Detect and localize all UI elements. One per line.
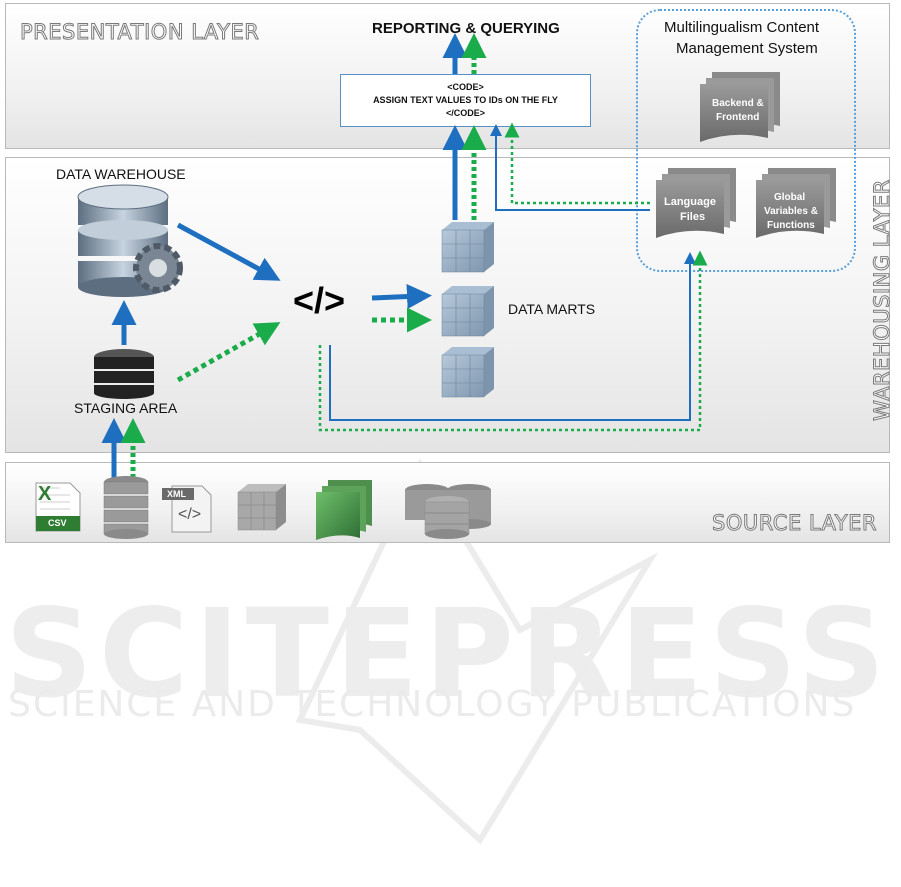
gear-icon (133, 243, 183, 293)
global-variables-doc-icon (756, 168, 836, 238)
cms-title-line1: Multilingualism Content (664, 19, 820, 36)
backend-frontend-doc-icon (700, 72, 780, 142)
global-variables-label-line3: Functions (767, 220, 815, 231)
line-language-to-code-blue (490, 124, 650, 211)
source-layer-title: SOURCE LAYER (712, 511, 878, 536)
staging-area-label: STAGING AREA (74, 400, 178, 416)
data-mart-cube-1 (441, 222, 494, 273)
presentation-layer-title: PRESENTATION LAYER (19, 20, 260, 45)
language-files-doc-icon (656, 168, 736, 238)
xml-symbol: </> (178, 506, 202, 523)
spreadsheet-stack-icon (316, 480, 372, 540)
data-mart-cube-3 (441, 347, 494, 398)
code-close-tag: </CODE> (445, 108, 485, 118)
code-box-text: ASSIGN TEXT VALUES TO IDs ON THE FLY (373, 95, 558, 105)
backend-frontend-label-line2: Frontend (716, 112, 760, 123)
source-db-icon (103, 476, 149, 539)
watermark-subtitle: SCIENCE AND TECHNOLOGY PUBLICATIONS (8, 684, 857, 725)
watermark-publisher: SCITEPRESS (5, 583, 892, 725)
data-warehouse-label: DATA WAREHOUSE (56, 166, 186, 182)
line-language-to-code-green (504, 122, 650, 205)
data-mart-cube-2 (441, 286, 494, 337)
reporting-querying-title: REPORTING & QUERYING (372, 20, 560, 37)
xml-label: XML (167, 489, 186, 499)
data-marts-label: DATA MARTS (508, 301, 596, 317)
code-open-tag: <CODE> (447, 82, 484, 92)
csv-letter: X (38, 483, 52, 505)
backend-frontend-label-line1: Backend & (712, 98, 764, 109)
arrow-warehouse-to-code (176, 222, 281, 281)
csv-file-icon (35, 482, 81, 532)
arrow-staging-to-code (176, 322, 281, 383)
language-files-label-line1: Language (664, 196, 716, 208)
xml-file-icon (162, 485, 212, 533)
arrow-code-to-marts-blue (371, 284, 432, 310)
cms-boundary (636, 9, 856, 272)
language-files-label-line2: Files (680, 211, 706, 223)
staging-area-db-icon (94, 349, 154, 399)
cms-title-line2: Management System (676, 40, 818, 57)
csv-label: CSV (48, 518, 67, 528)
code-symbol: </> (293, 280, 346, 321)
line-code-to-language-blue (329, 252, 696, 421)
code-box: <CODE> ASSIGN TEXT VALUES TO IDs ON THE … (340, 74, 591, 127)
global-variables-label-line1: Global (774, 192, 806, 203)
global-variables-label-line2: Variables & (764, 206, 818, 217)
database-cluster-icon (405, 484, 491, 539)
source-cube-icon (237, 484, 286, 531)
line-code-to-language-green (318, 250, 708, 432)
